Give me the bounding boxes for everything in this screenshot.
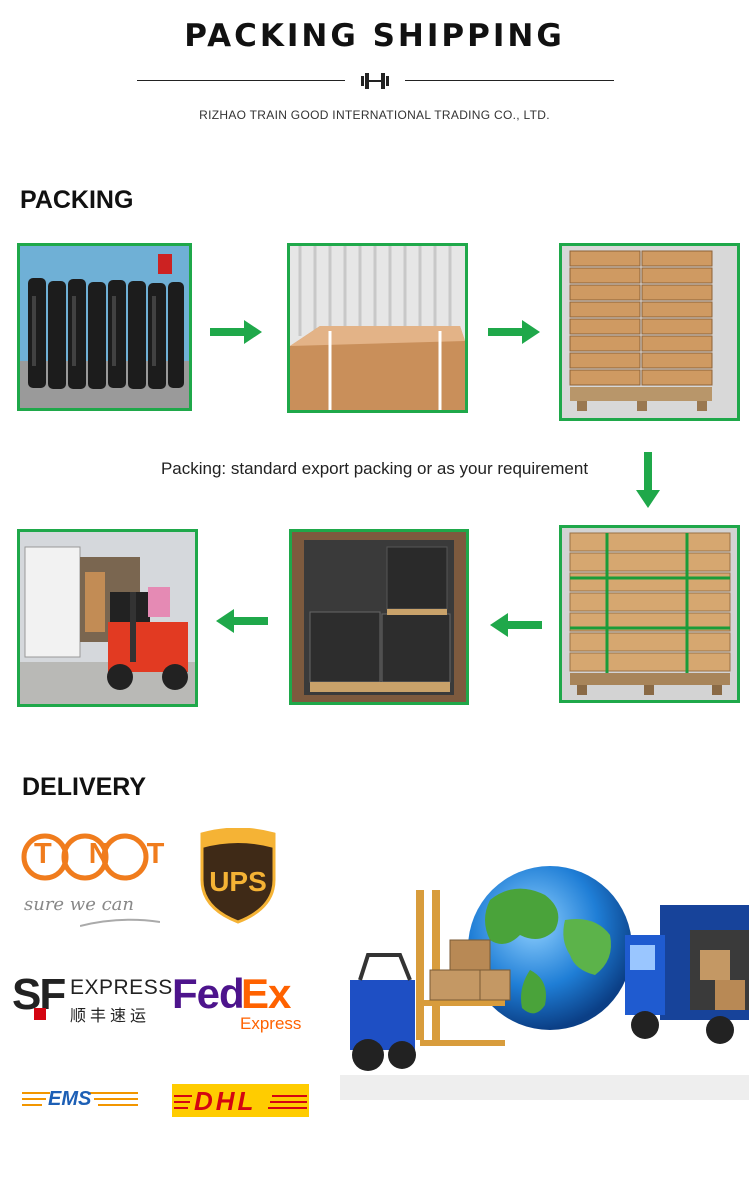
arrow-right-icon [210,318,262,351]
tnt-slogan: sure we can [24,894,134,915]
photo-stacked-cartons [559,243,740,421]
forklift-icon [350,890,511,1071]
photo-wrapped-plates [17,243,192,411]
sf-chinese-text: 顺丰速运 [70,1006,151,1025]
sf-express-logo: SF EXPRESS 顺丰速运 [12,970,172,1030]
ems-letters: EMS [48,1088,92,1110]
packing-heading: PACKING [20,186,134,214]
packing-caption: Packing: standard export packing or as y… [160,459,589,478]
fedex-express: Express [240,1014,302,1033]
fedex-ex: Ex [241,970,291,1017]
photo-carton-boxes [287,243,468,413]
ems-logo: EMS [20,1087,140,1113]
page-title: PACKING SHIPPING [184,18,565,54]
dhl-logo: DHL [172,1084,309,1117]
photo-container-loading [289,529,469,705]
dumbbell-icon [359,71,391,91]
ups-letters: UPS [209,866,267,897]
photo-strapped-pallet [559,525,740,703]
header-divider-right [405,80,614,81]
tnt-letters: TNT [34,838,202,870]
dhl-letters: DHL [194,1086,257,1116]
delivery-illustration [340,860,749,1100]
fedex-fed: Fed [172,970,245,1017]
arrow-left-icon [216,607,268,640]
sf-express-text: EXPRESS [70,976,173,999]
sf-red-mark [34,1008,46,1020]
truck-icon [625,905,749,1044]
fedex-logo: Fed Ex Express [172,970,312,1035]
arrow-left-icon [490,611,542,644]
delivery-heading: DELIVERY [22,773,147,801]
header-divider-left [137,80,345,81]
arrow-right-icon [488,318,540,351]
ups-logo: UPS [199,827,277,924]
company-name: RIZHAO TRAIN GOOD INTERNATIONAL TRADING … [199,108,550,122]
arrow-down-icon [634,452,662,513]
photo-forklift-truck [17,529,198,707]
tnt-logo: TNT sure we can [20,832,202,932]
